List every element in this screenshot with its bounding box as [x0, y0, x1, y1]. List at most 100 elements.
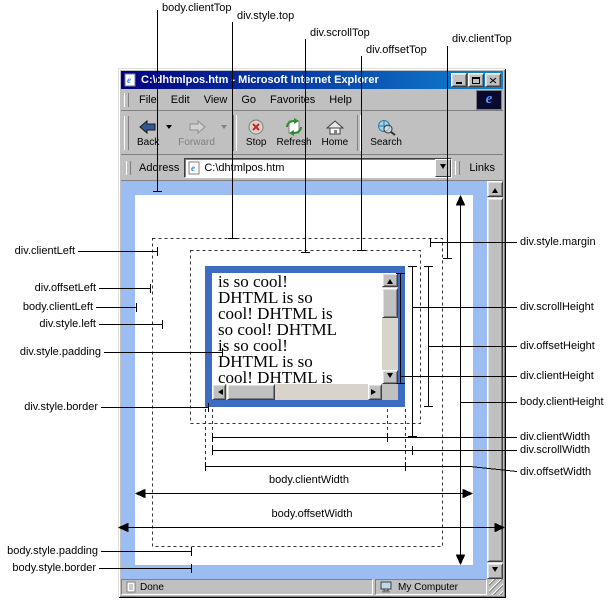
back-button[interactable]: Back	[132, 113, 164, 153]
address-dropdown-button[interactable]	[435, 158, 452, 177]
stop-label: Stop	[245, 136, 267, 148]
menu-go[interactable]: Go	[241, 93, 257, 106]
scrollbar-thumb[interactable]	[227, 384, 275, 400]
scroll-up-button[interactable]	[487, 181, 503, 197]
search-label: Search	[370, 136, 402, 148]
refresh-label: Refresh	[276, 136, 312, 148]
refresh-button[interactable]: Refresh	[272, 113, 317, 153]
address-value: C:\dhtmlpos.htm	[204, 161, 285, 174]
scrollbar-thumb[interactable]	[382, 288, 398, 318]
ie-logo: e	[476, 89, 502, 110]
maximize-button[interactable]	[468, 73, 484, 87]
home-label: Home	[321, 136, 349, 148]
window-vertical-scrollbar[interactable]	[487, 181, 503, 579]
forward-label: Forward	[178, 136, 215, 148]
callout-div-style-top: div.style.top	[237, 10, 295, 22]
callout-div-clientLeft: div.clientLeft	[14, 245, 75, 257]
scroll-down-icon	[387, 373, 393, 381]
callout-div-offsetWidth: div.offsetWidth	[520, 466, 592, 478]
grip-handle[interactable]	[124, 115, 129, 150]
document-icon	[126, 581, 136, 593]
forward-dropdown[interactable]	[220, 113, 229, 153]
callout-body-clientLeft: body.clientLeft	[22, 301, 93, 313]
toolbar-separator	[357, 114, 362, 151]
menu-file[interactable]: File	[139, 93, 157, 106]
scroll-up-icon	[387, 276, 393, 284]
minimize-icon	[456, 82, 462, 84]
callout-body-style-padding: body.style.padding	[7, 545, 98, 557]
forward-icon	[189, 119, 206, 134]
callout-div-offsetTop: div.offsetTop	[366, 44, 427, 56]
callout-body-clientHeight: body.clientHeight	[520, 396, 604, 408]
close-icon	[489, 77, 497, 83]
minimize-button[interactable]	[451, 73, 467, 87]
refresh-icon	[286, 117, 302, 136]
callout-div-style-margin: div.style.margin	[520, 236, 596, 248]
scrollbar-corner	[382, 384, 398, 400]
scroll-left-button[interactable]	[212, 384, 226, 400]
home-icon	[325, 119, 345, 134]
callout-div-clientWidth: div.clientWidth	[520, 431, 591, 443]
callout-body-offsetWidth: body.offsetWidth	[271, 508, 353, 520]
status-pane-done: Done	[121, 579, 373, 595]
callout-div-scrollTop: div.scrollTop	[310, 27, 370, 39]
menu-favorites[interactable]: Favorites	[270, 93, 316, 106]
scroll-down-button[interactable]	[382, 370, 398, 384]
callout-div-offsetLeft: div.offsetLeft	[34, 282, 96, 294]
text-line: cool! DHTML is	[218, 368, 333, 384]
div-horizontal-scrollbar[interactable]	[212, 384, 382, 400]
callout-body-clientWidth: body.clientWidth	[269, 474, 349, 486]
grip-handle[interactable]	[124, 92, 129, 107]
forward-button[interactable]: Forward	[173, 113, 220, 153]
status-text: Done	[140, 581, 164, 593]
scroll-left-icon	[215, 389, 223, 395]
address-bar: Address e C:\dhtmlpos.htm Links	[121, 155, 503, 181]
menu-bar: File Edit View Go Favorites Help e	[121, 89, 503, 111]
sample-div: is so cool! DHTML is so cool! DHTML is s…	[205, 266, 405, 407]
resize-grip[interactable]	[489, 579, 503, 595]
callout-div-scrollHeight: div.scrollHeight	[520, 301, 594, 313]
menu-help[interactable]: Help	[329, 93, 352, 106]
callout-div-offsetHeight: div.offsetHeight	[520, 340, 595, 352]
stop-button[interactable]: Stop	[241, 113, 272, 153]
back-dropdown[interactable]	[164, 113, 173, 153]
status-bar: Done My Computer	[121, 579, 503, 595]
scroll-right-icon	[371, 389, 379, 395]
callout-div-style-left: div.style.left	[39, 318, 96, 330]
address-input[interactable]: e C:\dhtmlpos.htm	[184, 157, 453, 178]
div-text-content: is so cool! DHTML is so cool! DHTML is s…	[212, 273, 382, 384]
address-label: Address	[139, 161, 180, 174]
scrollbar-thumb[interactable]	[487, 198, 503, 562]
scroll-up-button[interactable]	[382, 273, 398, 287]
callout-div-scrollWidth: div.scrollWidth	[520, 444, 591, 456]
chevron-down-icon	[440, 163, 447, 172]
chevron-down-icon	[221, 124, 228, 132]
scroll-down-icon	[492, 567, 498, 575]
close-button[interactable]	[485, 73, 501, 87]
computer-icon	[380, 581, 392, 593]
search-button[interactable]: Search	[365, 113, 407, 153]
scroll-down-button[interactable]	[487, 563, 503, 579]
home-button[interactable]: Home	[317, 113, 354, 153]
stop-icon	[248, 119, 264, 134]
status-zone-text: My Computer	[398, 581, 459, 593]
div-vertical-scrollbar[interactable]	[382, 273, 398, 384]
title-bar[interactable]: e C:\dhtmlpos.htm - Microsoft Internet E…	[121, 71, 503, 89]
callout-div-style-padding: div.style.padding	[19, 346, 101, 358]
callout-div-clientHeight: div.clientHeight	[520, 370, 594, 382]
grip-handle[interactable]	[455, 160, 461, 175]
svg-text:e: e	[191, 163, 195, 173]
menu-view[interactable]: View	[203, 93, 228, 106]
callout-body-style-border: body.style.border	[12, 562, 96, 574]
callout-body-clientTop: body.clientTop	[162, 2, 232, 14]
grip-handle[interactable]	[126, 160, 131, 175]
toolbar: Back Forward Stop	[121, 111, 503, 155]
links-label[interactable]: Links	[469, 161, 495, 174]
scroll-right-button[interactable]	[368, 384, 382, 400]
maximize-icon	[472, 76, 480, 84]
menu-edit[interactable]: Edit	[170, 93, 190, 106]
status-pane-zone: My Computer	[375, 579, 487, 595]
back-icon	[139, 119, 156, 134]
toolbar-separator	[232, 114, 237, 151]
